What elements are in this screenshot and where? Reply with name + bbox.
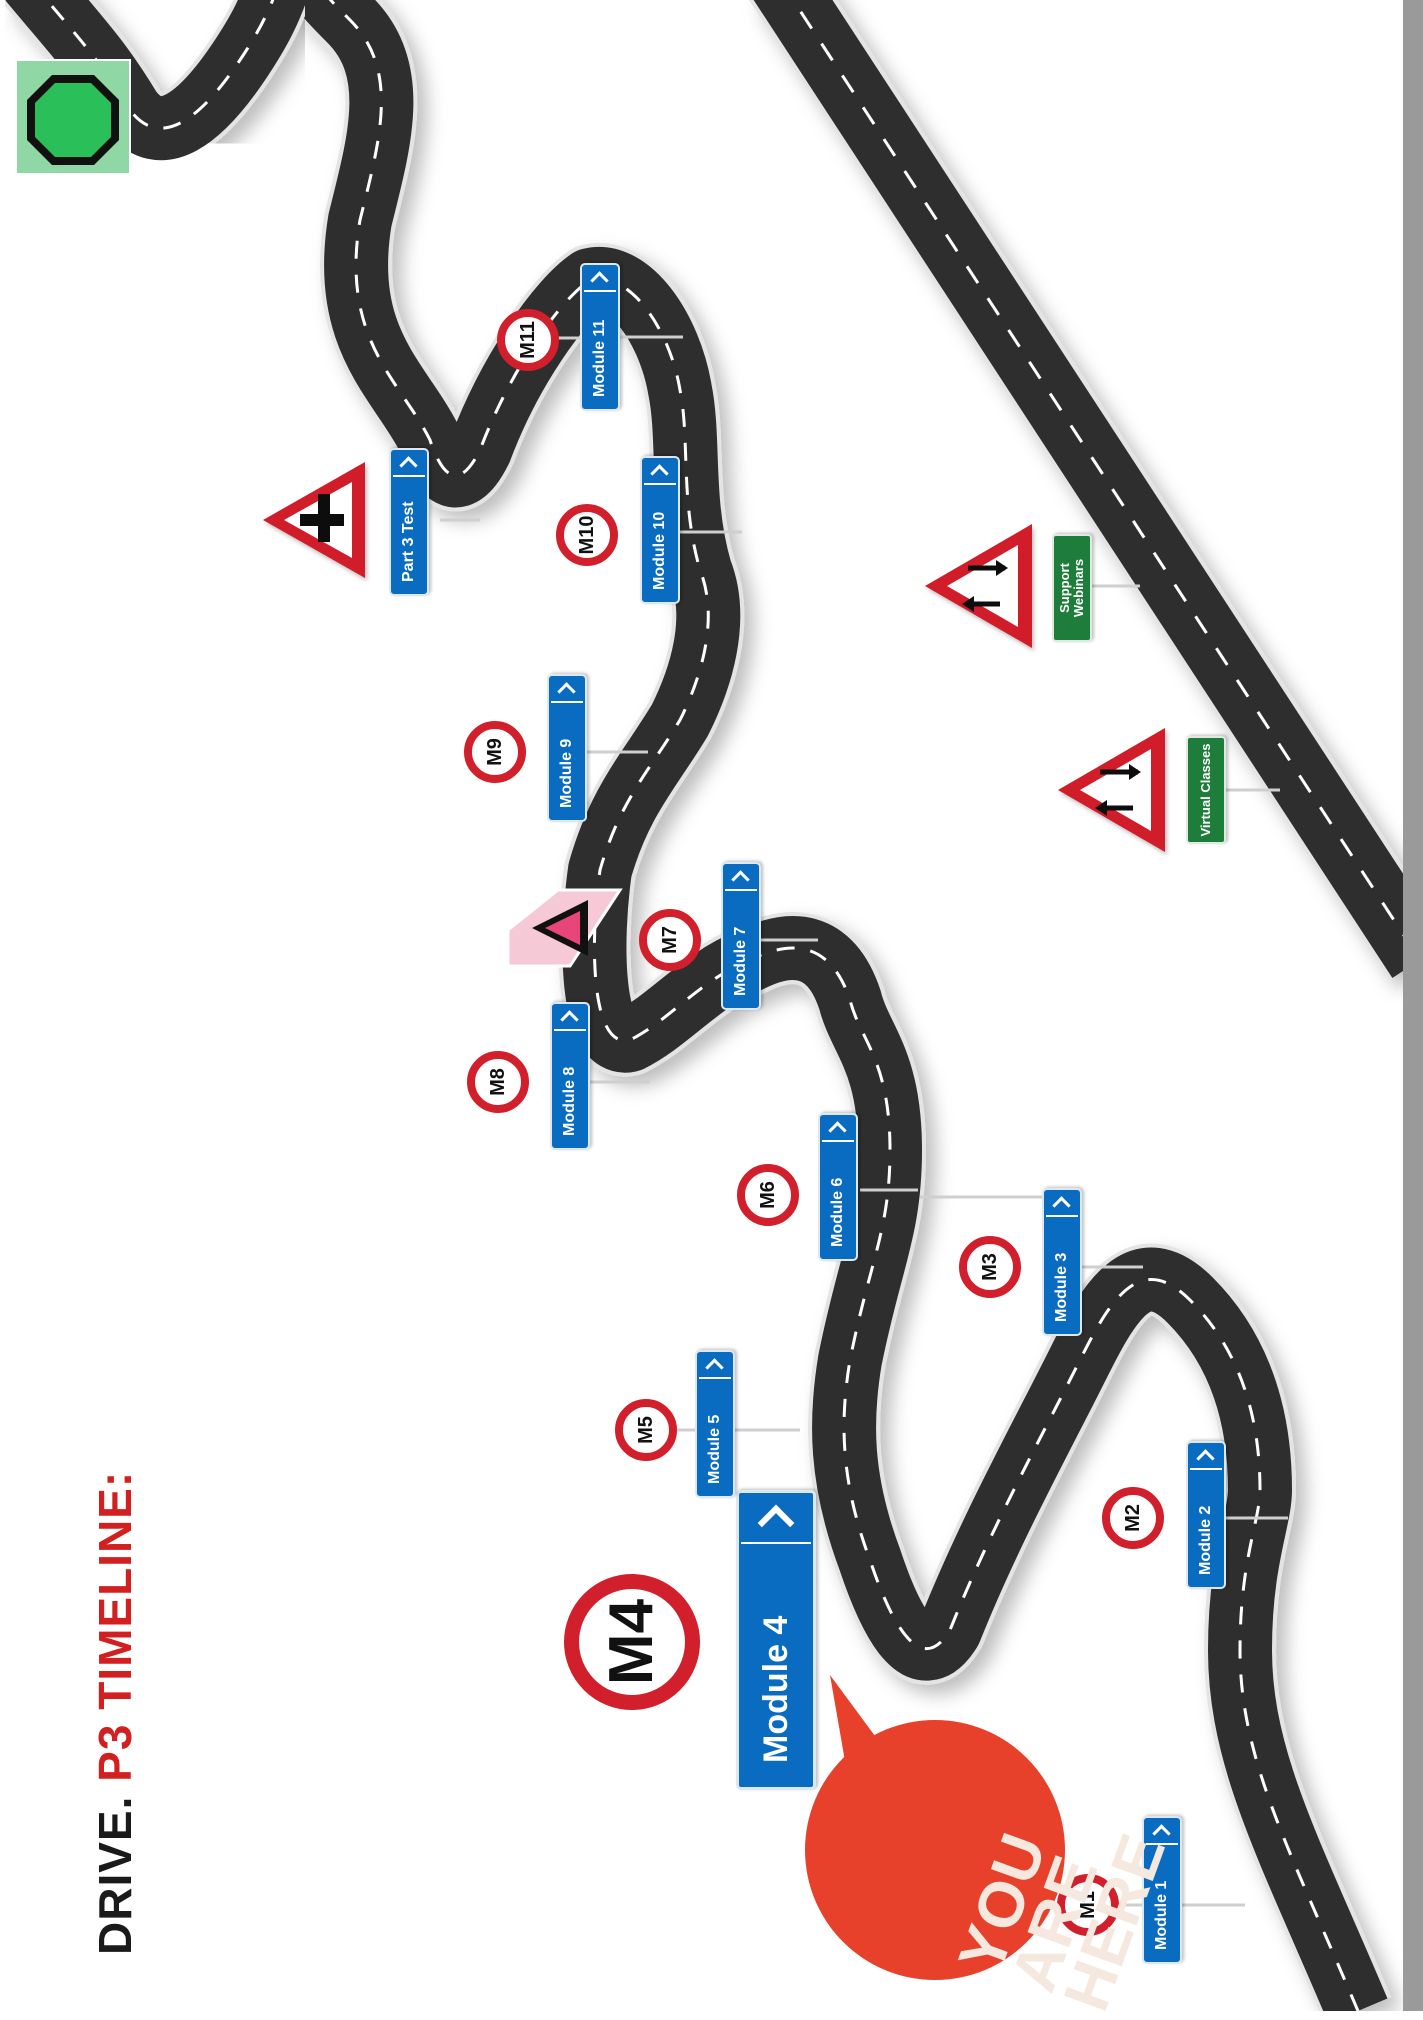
module-sign-m7[interactable]: Module 7 xyxy=(721,862,761,1010)
virtual-classes-sign[interactable]: Virtual Classes xyxy=(1186,736,1226,844)
module-sign-label: Module 11 xyxy=(591,320,609,397)
module-sign-m6[interactable]: Module 6 xyxy=(818,1113,858,1261)
chevron-icon xyxy=(584,268,616,292)
speed-sign-m7: M7 xyxy=(639,909,701,971)
module-sign-label: Module 4 xyxy=(757,1616,796,1763)
module-sign-label: Module 8 xyxy=(561,1067,579,1136)
support-webinars-sign[interactable]: Support Webinars xyxy=(1052,534,1092,642)
chevron-icon xyxy=(1046,1193,1078,1217)
module-sign-m5[interactable]: Module 5 xyxy=(695,1350,735,1498)
part3-test-label: Part 3 Test xyxy=(400,501,418,582)
speed-sign-m11: M11 xyxy=(497,309,559,371)
title-drive: DRIVE. xyxy=(89,1796,141,1955)
module-sign-m8[interactable]: Module 8 xyxy=(550,1002,590,1150)
chevron-icon xyxy=(741,1496,811,1544)
page-title: DRIVE. P3 TIMELINE: xyxy=(88,1471,142,1955)
title-timeline: P3 TIMELINE: xyxy=(89,1471,141,1782)
page-edge-bar xyxy=(1403,0,1423,2011)
chevron-icon xyxy=(644,461,676,485)
speed-sign-m5: M5 xyxy=(615,1399,677,1461)
chevron-icon xyxy=(393,453,425,477)
junction-warning-icon xyxy=(263,462,365,578)
part3-test-sign[interactable]: Part 3 Test xyxy=(389,448,429,596)
module-sign-label: Module 3 xyxy=(1053,1253,1071,1322)
module-sign-m10[interactable]: Module 10 xyxy=(640,456,680,604)
speed-sign-m6: M6 xyxy=(737,1164,799,1226)
chevron-icon xyxy=(699,1355,731,1379)
speed-sign-m4: M4 xyxy=(564,1574,700,1710)
finish-octagon-icon xyxy=(16,60,130,174)
chevron-icon xyxy=(1190,1446,1222,1470)
module-sign-label: Module 7 xyxy=(732,927,750,996)
module-sign-m2[interactable]: Module 2 xyxy=(1186,1441,1226,1589)
speed-sign-m3: M3 xyxy=(959,1236,1021,1298)
module-sign-label: Module 5 xyxy=(706,1415,724,1484)
module-sign-label: Module 2 xyxy=(1197,1506,1215,1575)
module-sign-m4[interactable]: Module 4 xyxy=(736,1490,816,1790)
module-sign-label: Module 9 xyxy=(558,739,576,808)
two-way-traffic-icon-2 xyxy=(1058,728,1165,852)
chevron-icon xyxy=(551,679,583,703)
two-way-traffic-icon xyxy=(925,524,1032,648)
module-sign-label: Module 6 xyxy=(829,1178,847,1247)
speed-sign-m2: M2 xyxy=(1102,1487,1164,1549)
chevron-icon xyxy=(822,1118,854,1142)
speed-sign-m10: M10 xyxy=(556,504,618,566)
chevron-icon xyxy=(725,867,757,891)
highway-road xyxy=(780,0,1420,960)
speed-sign-m8: M8 xyxy=(467,1051,529,1113)
module-sign-label: Module 10 xyxy=(651,512,669,590)
module-sign-m3[interactable]: Module 3 xyxy=(1042,1188,1082,1336)
chevron-icon xyxy=(554,1007,586,1031)
module-sign-m9[interactable]: Module 9 xyxy=(547,674,587,822)
speed-sign-m9: M9 xyxy=(464,721,526,783)
module-sign-m11[interactable]: Module 11 xyxy=(580,263,620,411)
